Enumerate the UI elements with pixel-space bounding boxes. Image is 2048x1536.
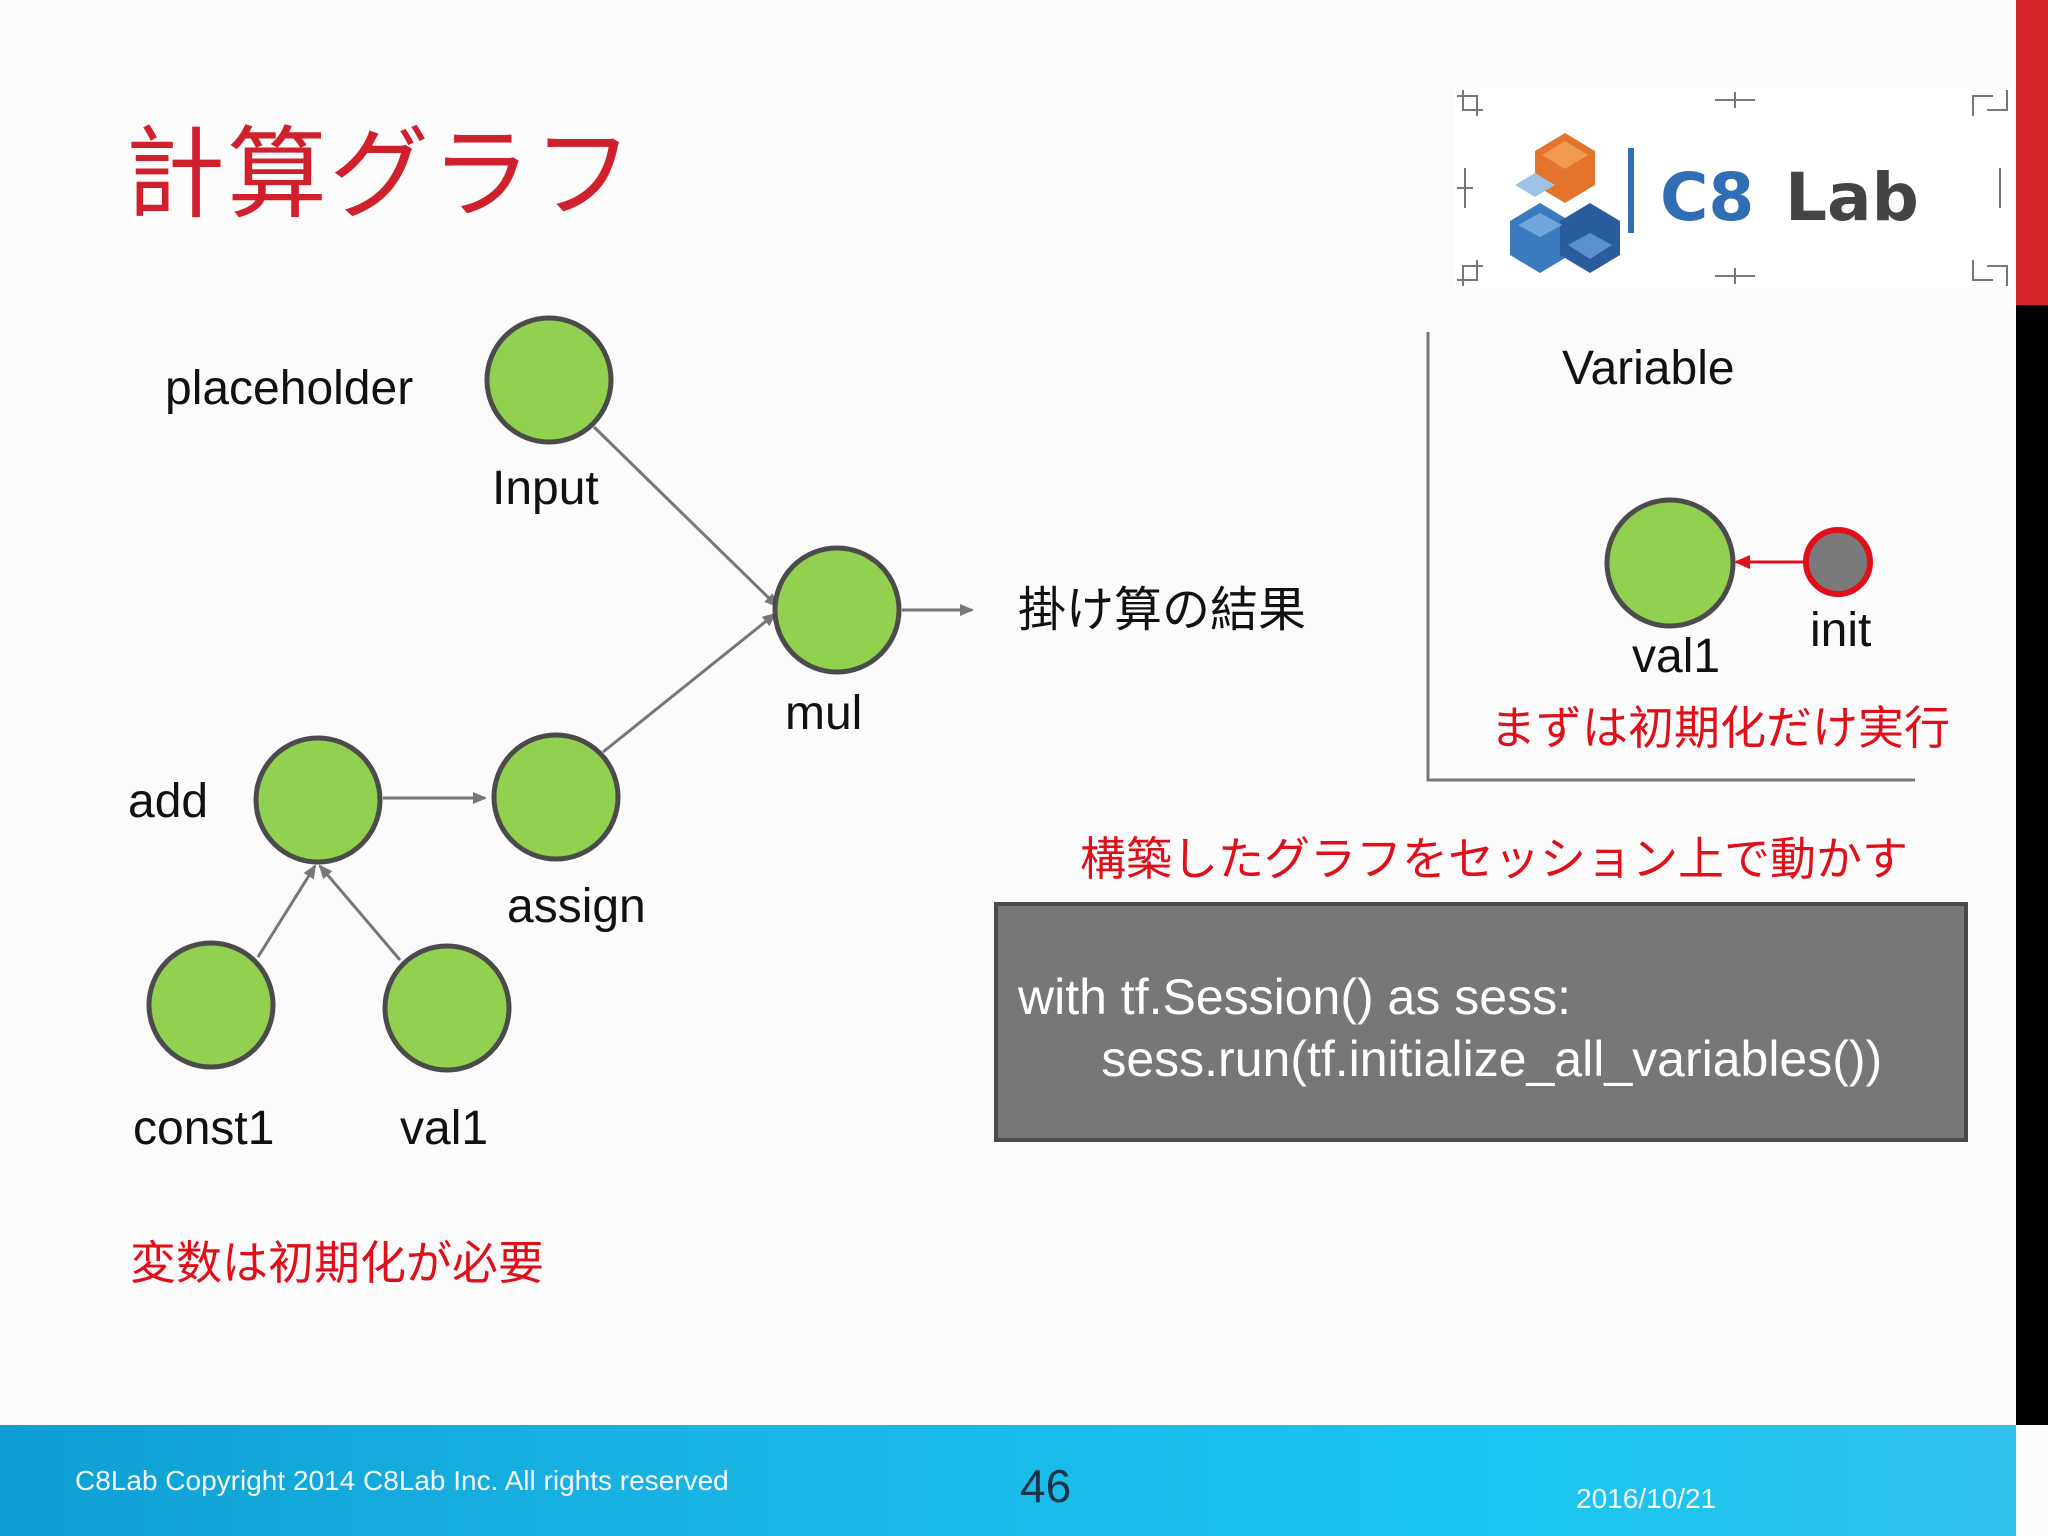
- label-variable: Variable: [1562, 342, 1735, 395]
- svg-text:Lab: Lab: [1785, 159, 1919, 236]
- svg-text:C8: C8: [1660, 159, 1754, 236]
- note-run-init-first: まずは初期化だけ実行: [1490, 701, 1950, 755]
- label-assign: assign: [507, 880, 646, 933]
- label-const1: const1: [133, 1102, 275, 1155]
- c8lab-logo: C8 Lab: [1455, 88, 2015, 288]
- node-init: [1803, 527, 1873, 597]
- side-accent-red: [2016, 0, 2048, 305]
- note-variables-need-init: 変数は初期化が必要: [130, 1236, 544, 1290]
- edge-assign-mul: [602, 612, 777, 754]
- c8lab-logo-graphic: C8 Lab: [1457, 90, 2008, 286]
- footer-copyright: C8Lab Copyright 2014 C8Lab Inc. All righ…: [75, 1465, 729, 1496]
- node-variable-val1: [1604, 497, 1736, 629]
- label-input: Input: [492, 462, 599, 515]
- node-val1: [382, 943, 512, 1073]
- label-mul: mul: [785, 687, 863, 740]
- edge-input-mul: [592, 425, 779, 608]
- side-accent-black: [2016, 305, 2048, 1425]
- node-mul: [772, 545, 902, 675]
- edge-const1-add: [256, 864, 317, 958]
- node-input: [484, 315, 614, 445]
- node-add: [253, 735, 383, 865]
- code-line-2: sess.run(tf.initialize_all_variables()): [1018, 1031, 1883, 1087]
- edge-val1-add: [318, 864, 402, 961]
- slide-title: 計算グラフ: [125, 116, 635, 233]
- footer-bar: C8Lab Copyright 2014 C8Lab Inc. All righ…: [0, 1425, 2016, 1536]
- slide-date: 2016/10/21: [1576, 1483, 1717, 1514]
- variable-panel-border: [1426, 332, 1915, 782]
- code-line-1: with tf.Session() as sess:: [1018, 969, 1571, 1025]
- node-const1: [146, 940, 276, 1070]
- label-placeholder: placeholder: [165, 362, 414, 415]
- label-add: add: [128, 775, 209, 828]
- computation-graph: [146, 315, 1915, 1073]
- label-variable-val1: val1: [1632, 630, 1721, 683]
- node-assign: [491, 732, 621, 862]
- code-block: with tf.Session() as sess: sess.run(tf.i…: [994, 902, 1968, 1142]
- label-init: init: [1810, 604, 1872, 657]
- label-val1: val1: [400, 1102, 489, 1155]
- label-mul-output: 掛け算の結果: [1018, 582, 1307, 638]
- page-number: 46: [1020, 1460, 1072, 1512]
- session-caption: 構築したグラフをセッション上で動かす: [1080, 832, 1908, 886]
